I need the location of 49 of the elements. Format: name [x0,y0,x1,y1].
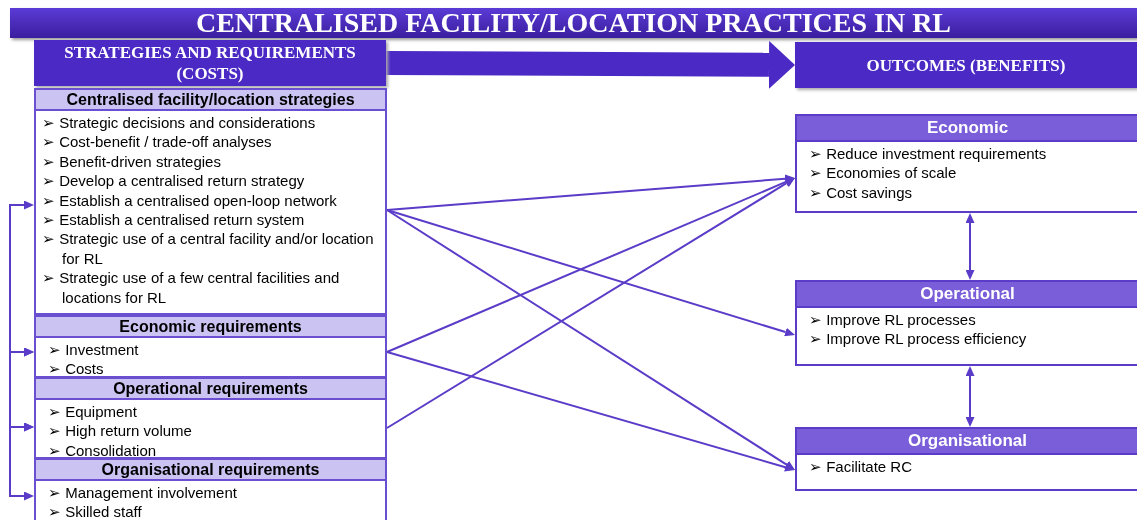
arrow [965,213,975,280]
outcome-box [795,280,1137,366]
bullet-item: ➢ Improve RL processes [809,310,976,330]
section-heading: Centralised facility/location strategies [36,90,385,111]
section-heading: Operational requirements [36,379,385,400]
bullet-item: ➢ Strategic use of a few central facilities and locations for RL [42,268,341,308]
column-heading: STRATEGIES AND REQUIREMENTS (COSTS) [63,42,357,84]
bullet-item: ➢ Investment [48,340,140,360]
arrow [386,209,795,337]
bullet-item: ➢ Management involvement [48,483,237,503]
requirement-box [34,458,387,520]
bullet-item: ➢ Facilitate RC [809,457,913,477]
outcome-box [795,427,1137,491]
arrow [386,178,795,429]
section-heading: Organisational requirements [36,460,385,481]
bullet-item: ➢ Improve RL process efficiency [809,329,1027,349]
bullet-item: ➢ Benefit-driven strategies [42,151,221,172]
bullet-item: ➢ High return volume [48,421,192,441]
arrow [386,174,795,211]
column-heading: OUTCOMES (BENEFITS) [866,54,1066,76]
block-arrow [385,40,795,89]
arrow [386,209,795,470]
outcome-box [795,114,1137,213]
bullet-item: ➢ Cost savings [809,182,913,203]
bullet-item: ➢ Develop a centralised return strategy [42,171,305,191]
arrow [965,366,975,427]
bullet-item: ➢ Economies of scale [809,163,957,183]
bullet-item: ➢ Equipment [48,402,138,422]
bullet-item: ➢ Skilled staff [48,502,142,520]
bullet-item: ➢ Strategic decisions and considerations [42,113,316,133]
bullet-item: ➢ Establish a centralised return system [42,210,305,230]
requirement-box [34,377,387,459]
column-header-banner [795,42,1137,88]
section-heading: Organisational [797,429,1137,455]
requirement-box [34,88,387,315]
section-heading: Operational [797,282,1137,308]
bullet-item: ➢ Reduce investment requirements [809,144,1047,164]
requirement-box [34,315,387,378]
arrow [9,422,34,501]
bullet-item: ➢ Establish a centralised open-loop network [42,190,337,211]
bullet-item: ➢ Costs [48,359,105,379]
section-heading: Economic requirements [36,317,385,338]
section-heading: Economic [797,116,1137,142]
bullet-item: ➢ Cost-benefit / trade-off analyses [42,132,272,152]
column-header-banner [34,40,386,86]
bullet-item: ➢ Consolidation [48,440,158,461]
arrow [386,351,795,472]
bullet-item: ➢ Strategic use of a central facility and/or location for RL [42,229,375,269]
title: CENTRALISED FACILITY/LOCATION PRACTICES IN RL [194,8,953,38]
